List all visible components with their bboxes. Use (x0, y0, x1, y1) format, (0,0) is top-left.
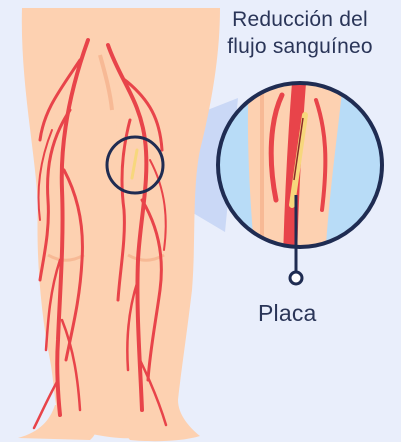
plaque-pointer-dot (290, 272, 302, 284)
plaque-label: Placa (258, 300, 317, 327)
magnifier (218, 60, 382, 260)
legs (18, 8, 235, 441)
title-line-1: Reducción del (206, 6, 394, 33)
left-foot (18, 405, 97, 440)
title-line-2: flujo sanguíneo (206, 33, 394, 60)
diagram-title: Reducción del flujo sanguíneo (206, 6, 394, 60)
